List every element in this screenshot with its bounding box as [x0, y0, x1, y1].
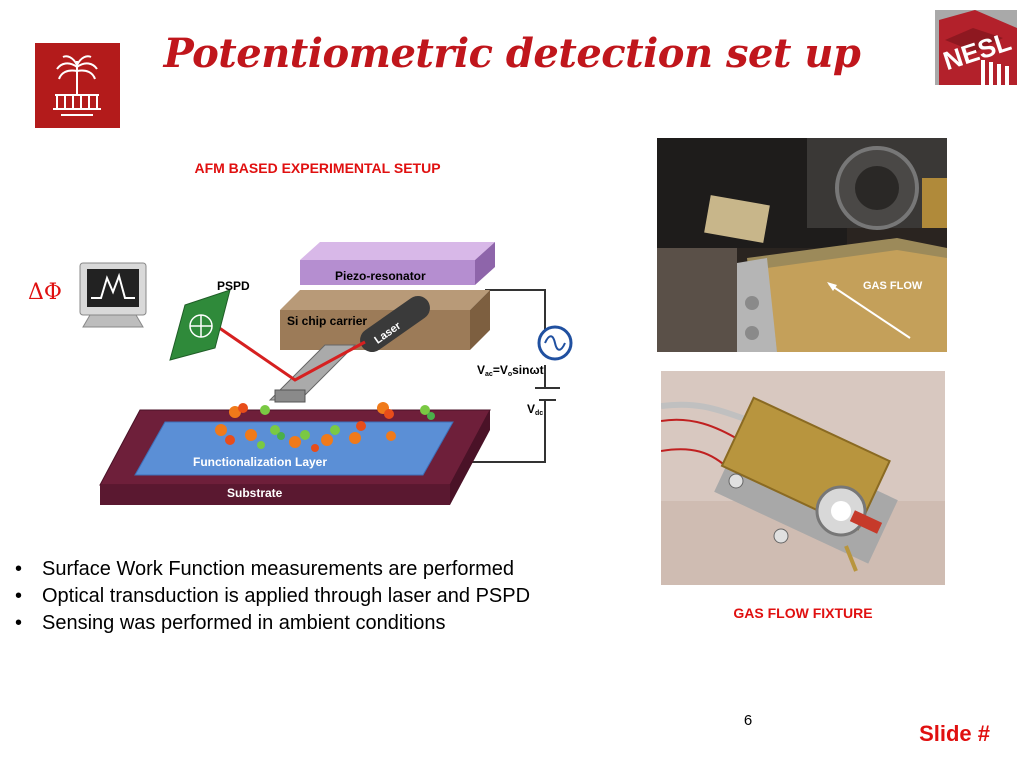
pspd-label: PSPD — [217, 279, 250, 293]
slide-number-label: Slide # — [919, 721, 990, 746]
page-number: 6 — [743, 712, 753, 729]
laser-source — [360, 295, 430, 353]
delta-phi-label: ΔΦ — [28, 280, 62, 305]
bullet-list: •Surface Work Function measurements are … — [12, 556, 530, 637]
functionalization-label: Functionalization Layer — [193, 455, 327, 469]
bullet-item: •Optical transduction is applied through… — [12, 583, 530, 610]
bullet-item: •Sensing was performed in ambient condit… — [12, 610, 530, 637]
bullet-dot-icon: • — [15, 585, 23, 607]
piezo-label: Piezo-resonator — [335, 269, 426, 283]
bullet-item: •Surface Work Function measurements are … — [12, 556, 530, 583]
vdc-label: Vdc — [527, 402, 543, 417]
afm-setup-caption: AFM BASED EXPERIMENTAL SETUP — [194, 160, 441, 176]
gas-flow-fixture-photo — [660, 371, 945, 585]
bullet-dot-icon: • — [15, 558, 23, 580]
piezo-resonator — [300, 260, 475, 285]
gas-flow-label: GAS FLOW — [863, 280, 923, 292]
substrate-front — [100, 485, 450, 505]
gas-flow-arrow — [828, 283, 911, 339]
afm-setup-diagram: Functionalization Layer Substrate — [25, 230, 605, 525]
pspd-detector — [169, 289, 231, 361]
university-logo — [35, 43, 120, 128]
functionalization-layer — [134, 421, 454, 476]
laser-beam — [214, 323, 366, 382]
slide-title: Potentiometric detection set up — [163, 30, 861, 77]
gas-molecules — [215, 402, 435, 452]
si-chip-label: Si chip carrier — [287, 314, 367, 328]
substrate-label: Substrate — [227, 486, 283, 500]
gas-flow-fixture-caption: GAS FLOW FIXTURE — [733, 605, 873, 621]
monitor-icon — [79, 262, 147, 328]
palmetto-icon — [53, 55, 101, 116]
bullet-dot-icon: • — [15, 612, 23, 634]
vac-label: Vac=Vosinωt — [477, 363, 544, 378]
substrate-side — [450, 410, 490, 505]
afm-gas-flow-photo: GAS FLOW — [657, 138, 947, 352]
nesl-logo: NESL — [935, 10, 1017, 85]
